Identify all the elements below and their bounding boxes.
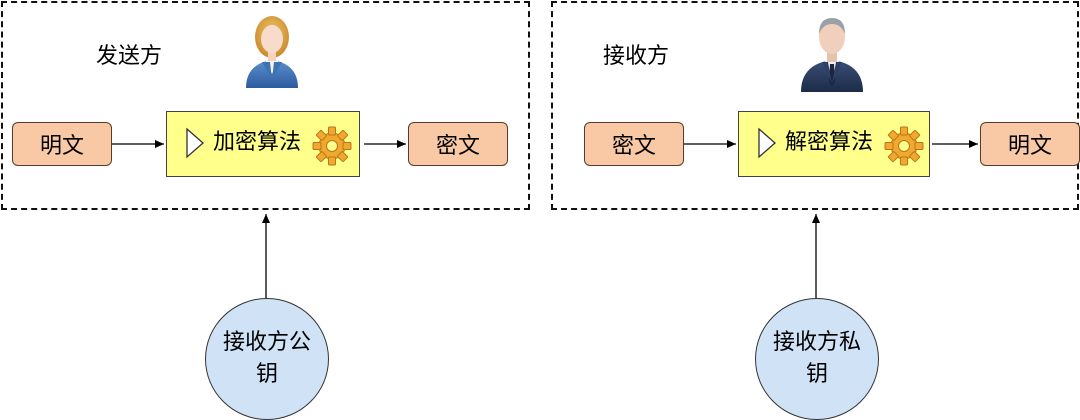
receiver-plaintext-box: 明文: [980, 122, 1080, 166]
play-icon: [186, 127, 204, 159]
sender-ciphertext-box: 密文: [408, 122, 508, 166]
businessman-avatar-icon: [797, 12, 867, 98]
sender-plaintext-box: 明文: [12, 122, 112, 166]
receiver-ciphertext-box: 密文: [584, 122, 684, 166]
sender-panel: [1, 1, 530, 210]
receiver-title: 接收方: [603, 44, 670, 69]
sender-title: 发送方: [96, 44, 163, 69]
decryption-algorithm-box: 解密算法: [738, 111, 930, 177]
play-icon: [758, 127, 776, 159]
receiver-private-key-circle: 接收方私钥: [755, 298, 879, 420]
receiver-public-key-circle: 接收方公钥: [205, 298, 329, 420]
encryption-algorithm-label: 加密算法: [213, 130, 302, 155]
encryption-algorithm-box: 加密算法: [166, 111, 360, 177]
businesswoman-avatar-icon: [240, 10, 304, 94]
receiver-private-key-label: 接收方私钥: [772, 330, 861, 387]
receiver-public-key-label: 接收方公钥: [222, 330, 311, 387]
receiver-panel: [551, 1, 1079, 210]
gear-icon: [312, 126, 352, 166]
gear-icon: [884, 126, 924, 166]
decryption-algorithm-label: 解密算法: [785, 130, 874, 155]
